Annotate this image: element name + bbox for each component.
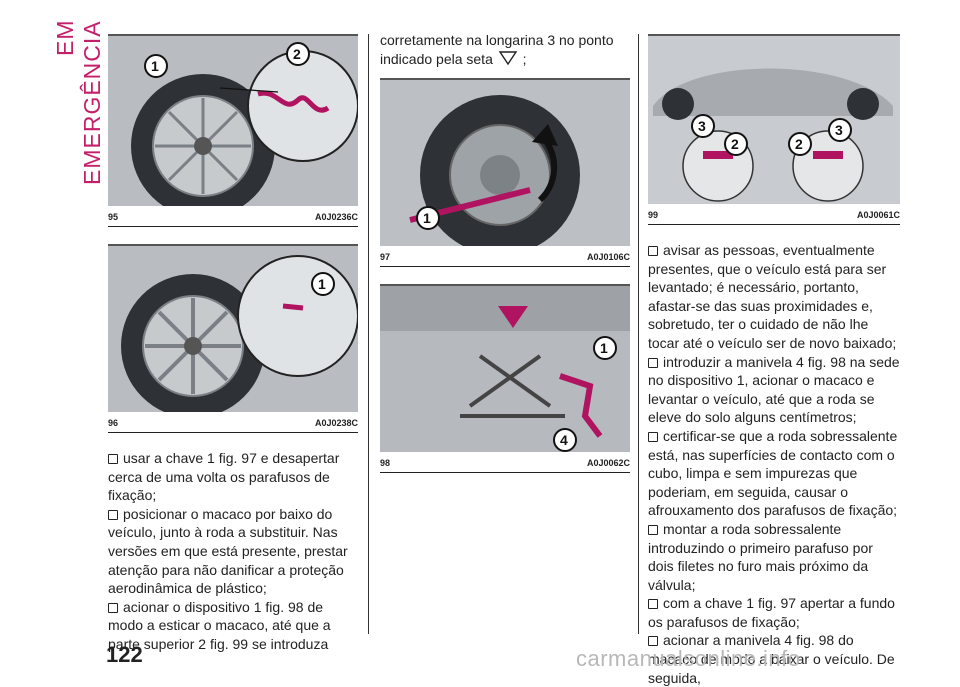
figure-99-callout-3a: 3 [698, 118, 706, 134]
checkbox-bullet-icon [648, 599, 658, 610]
figure-99-callout-2b: 2 [795, 136, 803, 152]
figure-95-code: A0J0236C [314, 212, 358, 222]
figure-99-code: A0J0061C [856, 210, 900, 220]
list-item: introduzir a manivela 4 fig. 98 na sede … [648, 353, 900, 426]
list-item: certificar-se que a roda sobressalente e… [648, 427, 898, 519]
checkbox-bullet-icon [648, 246, 658, 256]
figure-99-illustration: 3 2 2 3 [648, 36, 900, 204]
figure-95-illustration: 1 2 [108, 36, 358, 206]
column-divider [638, 34, 639, 634]
watermark[interactable]: carmanualsonline.info [576, 646, 801, 671]
figure-96-illustration: 1 [108, 246, 358, 412]
figure-98-code: A0J0062C [586, 458, 630, 469]
checkbox-bullet-icon [108, 509, 118, 520]
checkbox-bullet-icon [648, 524, 658, 535]
figure-98-illustration: 1 4 [380, 286, 630, 453]
figure-97: 1 [380, 78, 630, 247]
figure-99-callout-3b: 3 [835, 122, 843, 138]
list-item: acionar o dispositivo 1 fig. 98 de modo … [108, 598, 331, 652]
figure-96-callout-1: 1 [318, 276, 326, 292]
figure-98-caption: 98 A0J0062C [380, 452, 630, 474]
figure-97-code: A0J0106C [586, 252, 630, 263]
column-3: 3 2 2 3 99 A0J0061C avisar as pessoas, e… [648, 34, 900, 687]
figure-97-number: 97 [380, 252, 391, 263]
column-3-text: avisar as pessoas, eventualmente present… [648, 241, 900, 687]
column-2-text: corretamente na longarina 3 no ponto ind… [380, 32, 614, 67]
checkbox-bullet-icon [108, 454, 118, 464]
figure-98: 1 4 [380, 284, 630, 453]
figure-99-callout-2a: 2 [731, 136, 739, 152]
figure-99-caption: 99 A0J0061C [648, 204, 900, 225]
figure-95: 1 2 [108, 34, 358, 206]
column-2: corretamente na longarina 3 no ponto ind… [380, 31, 630, 474]
figure-95-number: 95 [108, 212, 119, 222]
checkbox-bullet-icon [648, 431, 658, 442]
list-item: avisar as pessoas, eventualmente present… [648, 242, 897, 351]
list-item: com a chave 1 fig. 97 apertar a fundo os… [648, 595, 895, 630]
figure-99-number: 99 [648, 210, 659, 220]
column-1: 1 2 95 A0J0236C 1 96 A0J0238C usar a ch [108, 34, 358, 654]
checkbox-bullet-icon [648, 357, 658, 368]
figure-96-code: A0J0238C [314, 418, 358, 428]
list-item: posicionar o macaco por baixo do veículo… [108, 505, 348, 597]
column-1-text: usar a chave 1 fig. 97 e desapertar cerc… [108, 449, 358, 654]
list-item: usar a chave 1 fig. 97 e desapertar cerc… [108, 450, 340, 504]
figure-95-callout-2: 2 [293, 46, 301, 62]
figure-95-caption: 95 A0J0236C [108, 206, 358, 227]
figure-98-callout-1: 1 [600, 340, 608, 356]
column-divider [368, 34, 369, 634]
figure-96: 1 [108, 244, 358, 412]
checkbox-bullet-icon [648, 636, 658, 647]
checkbox-bullet-icon [108, 602, 118, 613]
figure-97-illustration: 1 [380, 80, 630, 247]
arrow-down-triangle-icon [498, 50, 518, 65]
figure-99: 3 2 2 3 [648, 34, 900, 204]
figure-96-number: 96 [108, 418, 119, 428]
figure-95-callout-1: 1 [151, 58, 159, 74]
figure-97-callout-1: 1 [423, 210, 431, 226]
page-number: 122 [106, 642, 143, 667]
figure-97-caption: 97 A0J0106C [380, 246, 630, 268]
figure-96-caption: 96 A0J0238C [108, 412, 358, 433]
list-item: montar a roda sobressalente introduzindo… [648, 520, 873, 593]
figure-98-callout-4: 4 [560, 432, 568, 448]
section-title: EM EMERGÊNCIA [52, 20, 105, 185]
figure-98-number: 98 [380, 458, 391, 469]
